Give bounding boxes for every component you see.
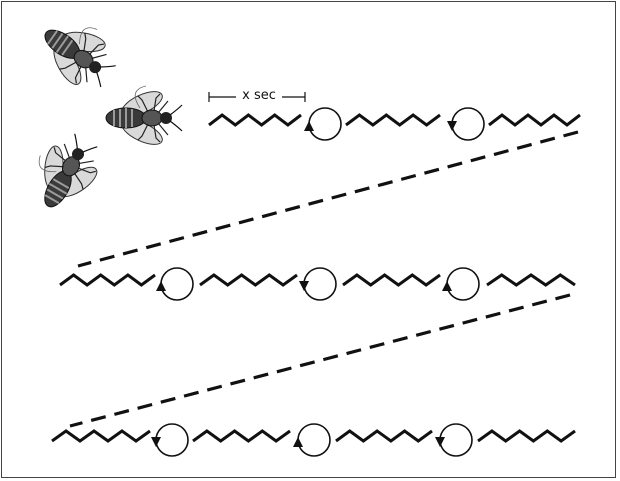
turn-circle-r1-2 xyxy=(447,107,485,141)
turn-circle-r2-1 xyxy=(156,267,194,301)
turn-circle-r2-2 xyxy=(299,267,337,301)
bee-image-1 xyxy=(26,5,128,104)
turn-circle-r3-1 xyxy=(151,423,189,457)
waggle-segment-r2-3 xyxy=(342,273,441,287)
waggle-segment-r1-3 xyxy=(488,113,581,127)
waggle-segment-r2-2 xyxy=(199,273,298,287)
turn-circle-r3-2 xyxy=(293,423,331,457)
return-path-dashed-1 xyxy=(77,130,579,268)
turn-circles xyxy=(151,107,485,457)
waggle-segment-r2-1 xyxy=(59,273,156,287)
waggle-segment-r3-3 xyxy=(335,429,433,443)
interval-label: x sec xyxy=(236,88,282,104)
bee-image-2 xyxy=(19,123,115,223)
waggle-segment-r3-1 xyxy=(51,429,151,443)
waggle-paths xyxy=(51,113,581,443)
waggle-segment-r2-4 xyxy=(486,273,576,287)
bees-illustration xyxy=(19,5,183,223)
return-path-dashed-2 xyxy=(69,293,571,428)
waggle-segment-r3-2 xyxy=(192,429,291,443)
waggle-segment-r3-4 xyxy=(477,429,576,443)
waggle-segment-r1-2 xyxy=(345,113,441,127)
return-paths xyxy=(69,130,579,428)
bee-image-3 xyxy=(105,85,183,151)
waggle-segment-r1-1 xyxy=(208,113,302,127)
turn-circle-r2-3 xyxy=(442,267,480,301)
turn-circle-r3-3 xyxy=(435,423,473,457)
turn-circle-r1-1 xyxy=(304,107,342,141)
